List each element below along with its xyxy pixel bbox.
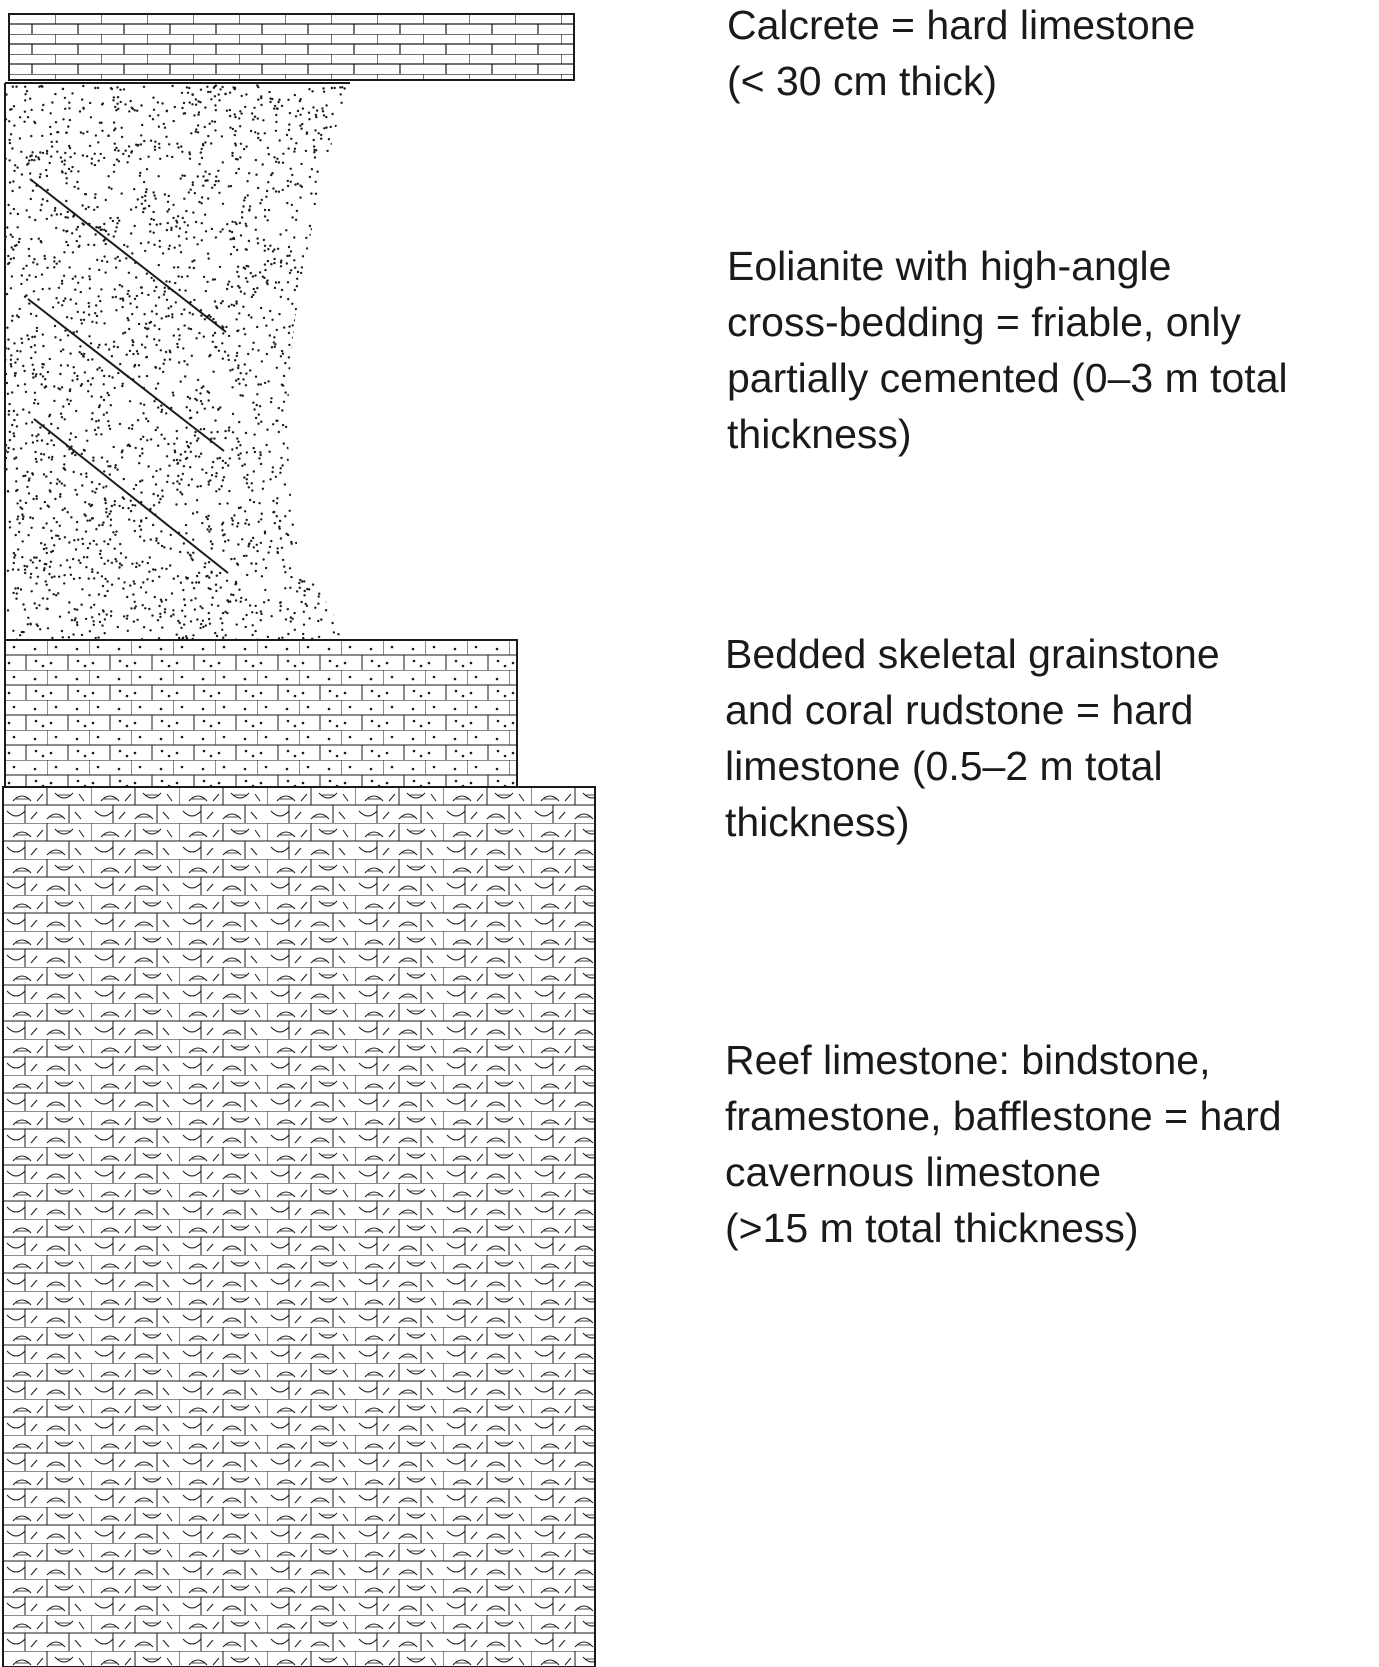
label-reef-limestone: Reef limestone: bindstone, framestone, b… [725,1037,1282,1251]
unit-eolianite [4,82,350,640]
unit-grainstone [4,639,518,788]
cross-bedding-line [33,418,229,574]
cross-bedding-line [27,298,225,452]
unit-calcrete [8,13,575,81]
label-calcrete: Calcrete = hard limestone (< 30 cm thick… [727,2,1196,104]
label-eolianite: Eolianite with high-angle cross-bedding … [727,243,1288,457]
label-grainstone: Bedded skeletal grainstone and coral rud… [725,631,1220,845]
cross-bedding-line [29,178,227,333]
unit-reef-limestone [2,786,596,1667]
